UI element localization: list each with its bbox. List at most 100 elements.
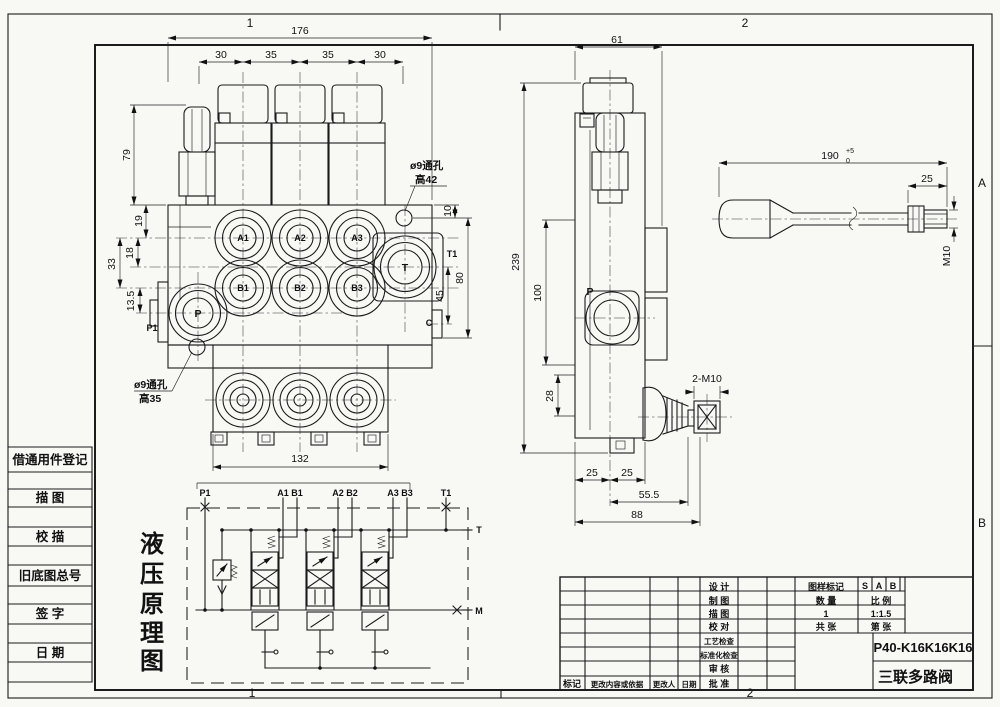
dim-35b: 35 (322, 49, 334, 61)
schematic-port-b2: B2 (346, 488, 358, 498)
schematic-relief-valve (212, 559, 238, 611)
side-view-boot-assembly (642, 386, 721, 442)
side-view-dimensions: 61 239 100 28 25 25 55.5 88 2-M10 (510, 34, 729, 526)
margin-label-date: 日 期 (36, 645, 64, 660)
handle-view: 190 +5 0 25 M10 (712, 148, 958, 266)
front-view-centerlines (116, 72, 460, 452)
front-view: A1 A2 A3 B1 B2 B3 T P P1 T1 C 176 30 35 … (106, 25, 472, 471)
side-view-body: P (574, 77, 668, 454)
tb-scale-header: 比 例 (871, 595, 892, 606)
margin-label-old-no: 旧底图总号 (19, 568, 82, 583)
tb-row-standard-check: 标准化检查 (699, 650, 738, 660)
port-label-t1: T1 (447, 249, 458, 259)
tb-mark-header: 图样标记 (808, 581, 844, 592)
schematic-title-char-4: 理 (140, 620, 164, 647)
tb-row-process-check: 工艺检查 (704, 636, 734, 646)
dim-79: 79 (121, 149, 133, 161)
tb-row-draw: 制 图 (709, 595, 730, 606)
tb-qty-value: 1 (823, 609, 828, 619)
dim-10: 10 (442, 205, 454, 217)
port-label-b2: B2 (294, 283, 306, 293)
dim-45: 45 (434, 290, 446, 302)
dim-88: 88 (631, 509, 643, 521)
note-hole-top-2: 高42 (415, 173, 437, 186)
side-port-label-p: P (586, 286, 593, 298)
dim-190: 190 (821, 150, 839, 162)
schematic-port-p1: P1 (199, 488, 210, 498)
schematic-valve-section-3 (360, 529, 390, 655)
note-2-m10: 2-M10 (692, 373, 722, 385)
tb-rev-content: 更改内容或依据 (591, 679, 644, 689)
schematic-label-m: M (475, 606, 483, 616)
schematic-title-char-2: 压 (140, 561, 164, 588)
title-block: 设 计 制 图 描 图 校 对 工艺检查 标准化检查 审 核 批 准 图样标记 … (559, 576, 974, 691)
margin-label-sign: 签 字 (35, 606, 64, 621)
note-hole-bottom-1: ø9通孔 (134, 378, 168, 391)
zone-top-1: 1 (247, 16, 254, 30)
port-label-a3: A3 (351, 233, 363, 243)
tb-part-number: P40-K16K16K16 (873, 640, 972, 655)
handle-dimensions: 190 +5 0 25 M10 (718, 148, 958, 266)
tb-total-sheets: 共 张 (816, 621, 838, 632)
port-label-b3: B3 (351, 283, 363, 293)
dim-28: 28 (544, 390, 556, 402)
dim-30a: 30 (215, 49, 227, 61)
tb-row-approve: 批 准 (709, 678, 730, 689)
tb-row-design: 设 计 (709, 581, 730, 592)
port-label-p1: P1 (146, 323, 157, 333)
zone-right-a: A (978, 176, 986, 190)
note-hole-bottom-2: 高35 (139, 392, 161, 405)
front-view-ports: A1 A2 A3 B1 B2 B3 T P P1 T1 C (146, 209, 458, 428)
margin-label-trace: 描 图 (36, 490, 64, 505)
tb-row-check: 校 对 (709, 621, 730, 632)
tb-rev-person: 更改人 (653, 679, 676, 689)
port-label-a1: A1 (237, 233, 249, 243)
dim-25a: 25 (586, 467, 598, 479)
schematic-lines (195, 497, 473, 669)
tb-qty-header: 数 量 (816, 595, 837, 606)
port-label-a2: A2 (294, 233, 306, 243)
zone-top-2: 2 (742, 16, 749, 30)
dim-176: 176 (291, 25, 309, 37)
dim-61: 61 (611, 34, 623, 46)
dim-190-tol-lower: 0 (846, 158, 850, 165)
tb-rev-date: 日期 (682, 679, 697, 689)
dim-132: 132 (291, 453, 309, 465)
dim-13-5: 13.5 (125, 291, 137, 312)
schematic-junction-dots (203, 528, 448, 670)
schematic-label-t: T (476, 525, 482, 535)
dim-30b: 30 (374, 49, 386, 61)
tb-row-trace: 描 图 (709, 608, 730, 619)
sheet-frame: 1 2 1 2 A B (7, 13, 993, 700)
dim-19: 19 (133, 215, 145, 227)
hydraulic-schematic: 液 压 原 理 图 P1 A1 B1 A2 B2 A3 B3 T1 T M (140, 482, 483, 684)
schematic-title-char-1: 液 (140, 530, 164, 558)
tb-stage-mark-a: A (876, 581, 883, 591)
port-label-p: P (194, 308, 201, 320)
zone-bottom-2: 2 (747, 686, 754, 700)
port-label-c: C (426, 318, 433, 328)
margin-label-check-trace: 校 描 (36, 529, 65, 544)
front-view-relief-valve (178, 106, 216, 206)
tb-sheet-no: 第 张 (871, 621, 893, 632)
schematic-port-a3: A3 (387, 488, 399, 498)
schematic-title-char-3: 原 (140, 591, 164, 618)
dim-33: 33 (106, 258, 118, 270)
schematic-port-t1: T1 (441, 488, 452, 498)
tb-scale-value: 1:1.5 (871, 609, 892, 619)
zone-right-b: B (978, 516, 986, 530)
tb-rev-mark: 标记 (562, 678, 581, 689)
dim-239: 239 (510, 253, 522, 271)
front-view-body (149, 204, 444, 446)
schematic-port-a2: A2 (332, 488, 344, 498)
dim-25b: 25 (621, 467, 633, 479)
front-view-dimensions: 176 30 35 35 30 79 19 18 33 13.5 10 80 4… (106, 25, 472, 471)
note-hole-top-1: ø9通孔 (410, 159, 444, 172)
tb-stage-mark-s: S (862, 581, 868, 591)
zone-bottom-1: 1 (249, 686, 256, 700)
dim-25-handle: 25 (921, 173, 933, 185)
dim-80: 80 (454, 272, 466, 284)
side-view: P 61 239 100 28 25 25 55.5 88 2- (510, 34, 732, 526)
tb-row-review: 审 核 (709, 663, 730, 674)
